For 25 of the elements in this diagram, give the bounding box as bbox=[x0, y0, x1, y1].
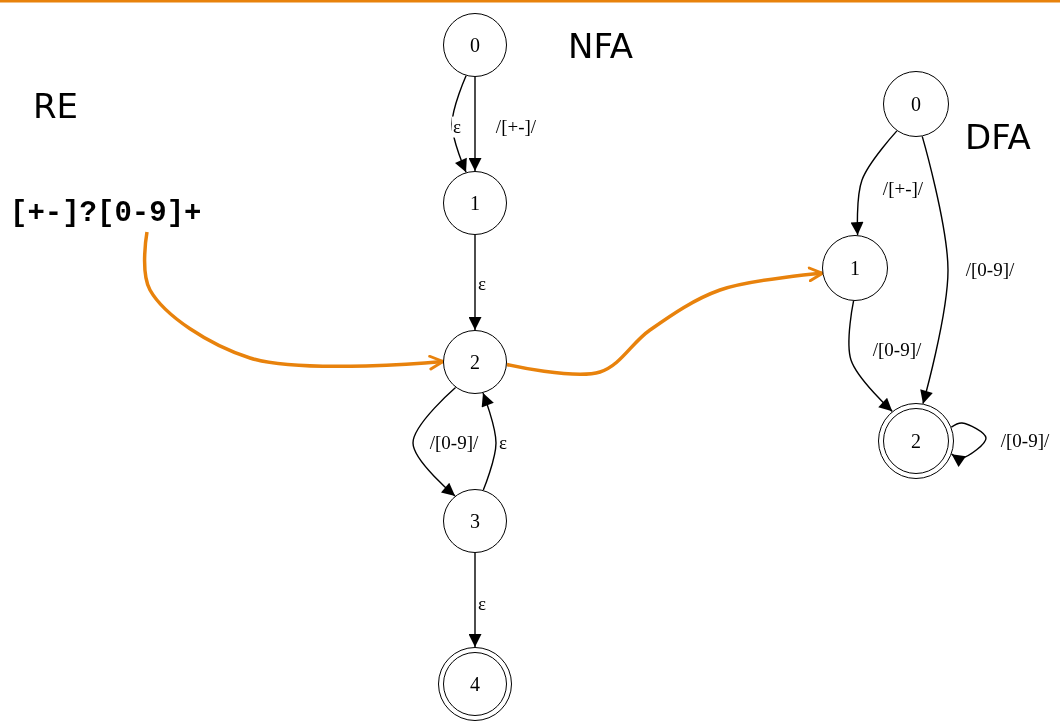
state-circle: 3 bbox=[443, 489, 507, 553]
transition-arrow bbox=[468, 234, 482, 331]
state-circle: 0 bbox=[883, 71, 949, 137]
accepting-state-circle: 2 bbox=[878, 403, 954, 479]
state-circle: 0 bbox=[443, 13, 507, 77]
transform-arrow bbox=[142, 231, 445, 371]
transition-arrow bbox=[451, 75, 467, 173]
state-circle: 1 bbox=[822, 235, 888, 301]
transform-arrow bbox=[506, 266, 824, 376]
transition-arrow bbox=[468, 552, 482, 648]
section-heading: DFA bbox=[965, 117, 1031, 157]
transition-arrow bbox=[848, 300, 893, 413]
state-circle: 1 bbox=[443, 171, 507, 235]
regex-text: [+-]?[0-9]+ bbox=[10, 194, 202, 232]
accepting-state-circle: 4 bbox=[438, 647, 512, 721]
section-heading: RE bbox=[33, 86, 79, 126]
transition-arrow bbox=[412, 386, 457, 497]
section-heading: NFA bbox=[568, 26, 634, 66]
state-circle: 2 bbox=[443, 330, 507, 394]
transition-arrow bbox=[481, 392, 497, 491]
edge-label: ε bbox=[452, 116, 462, 138]
transition-arrow bbox=[920, 135, 949, 405]
transition-arrow bbox=[950, 422, 987, 467]
transition-arrow bbox=[468, 76, 482, 172]
transition-arrow bbox=[850, 130, 898, 236]
